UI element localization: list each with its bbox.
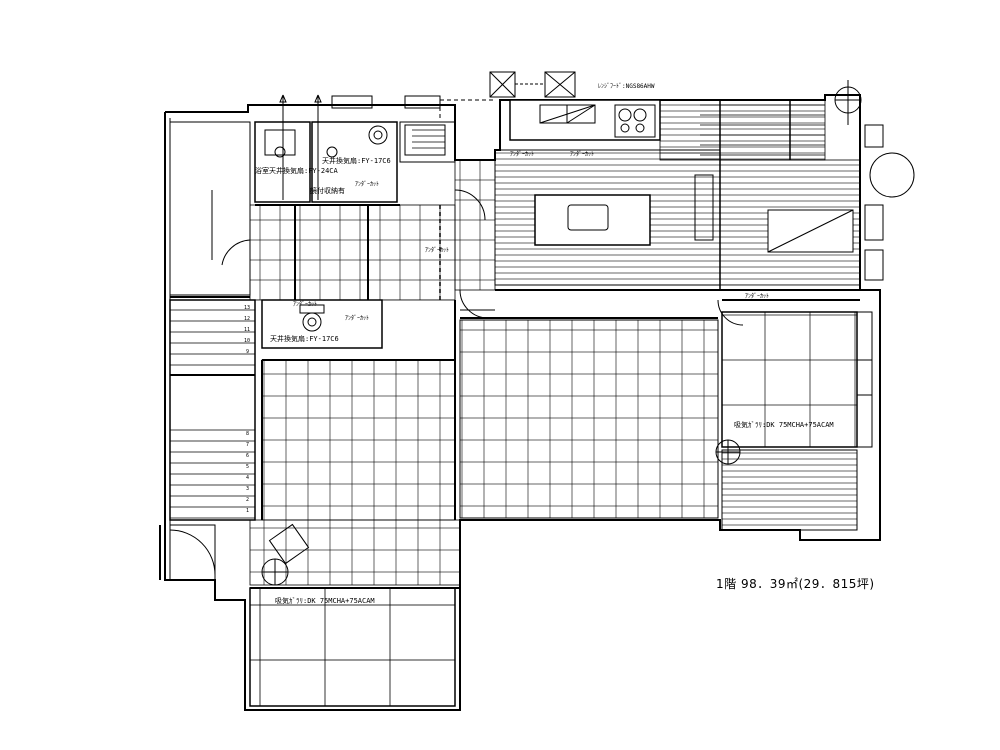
mirror-cabinet-label: 鏡付収納有 — [310, 187, 345, 195]
stair-step-3: 3 — [246, 486, 250, 492]
kitchen-island — [534, 194, 651, 246]
ceiling-fan-mid-label: 天井換気扇:FY-17C6 — [270, 335, 339, 343]
front-room-floor — [249, 587, 456, 707]
stair-step-12: 12 — [244, 316, 251, 322]
undercut-label-1: ｱﾝﾀﾞｰｶｯﾄ — [355, 181, 380, 188]
stair-step-1: 1 — [246, 508, 250, 514]
undercut-label-2: ｱﾝﾀﾞｰｶｯﾄ — [425, 247, 450, 254]
toilet-steps — [412, 129, 445, 149]
stair-step-7: 7 — [246, 442, 250, 448]
ceiling-fan-top-label: 天井換気扇:FY-17C6 — [322, 157, 391, 165]
stair-step-6: 6 — [246, 453, 250, 459]
toilet — [404, 124, 446, 156]
japanese-room-floor — [721, 311, 858, 448]
outdoor-unit-icon — [869, 152, 915, 198]
undercut-label-4: ｱﾝﾀﾞｰｶｯﾄ — [345, 315, 370, 322]
washroom — [311, 121, 398, 203]
refrigerator — [694, 174, 714, 241]
stair-step-11: 11 — [244, 327, 251, 333]
intake-grille-left-label: 吸気ｶﾞﾗﾘ:DK 75MCHA+75ACAM — [275, 597, 375, 605]
stair-step-9: 9 — [246, 349, 250, 355]
stair-step-10: 10 — [244, 338, 251, 344]
wc-middle — [261, 299, 383, 349]
undercut-label-5: ｱﾝﾀﾞｰｶｯﾄ — [570, 151, 595, 158]
living-room-floor — [459, 319, 719, 519]
undercut-label-6: ｱﾝﾀﾞｰｶｯﾄ — [745, 293, 770, 300]
stair-step-8: 8 — [246, 431, 250, 437]
entrance-hall-floor — [261, 359, 456, 521]
undercut-label-7: ｱﾝﾀﾞｰｶｯﾄ — [510, 151, 535, 158]
undercut-label-3: ｱﾝﾀﾞｰｶｯﾄ — [293, 301, 318, 308]
upper-stair — [700, 104, 825, 156]
intake-grille-right-label: 吸気ｶﾞﾗﾘ:DK 75MCHA+75ACAM — [734, 421, 834, 429]
stair-step-5: 5 — [246, 464, 250, 470]
hallway-floor — [249, 204, 456, 301]
range-hood-label: ﾚﾝｼﾞﾌｰﾄﾞ:NGS86AHW — [598, 83, 655, 90]
stair-step-2: 2 — [246, 497, 250, 503]
floor-area-label: 1階 98．39㎡(29．815坪) — [716, 577, 875, 591]
stair-step-4: 4 — [246, 475, 250, 481]
closet-topleft — [169, 121, 251, 296]
stair-step-13: 13 — [244, 305, 251, 311]
bath-fan-label: 浴室天井換気扇:FY-24CA — [255, 167, 338, 175]
staircase — [169, 299, 256, 521]
washbasin-icon — [368, 125, 388, 145]
kitchen-counter — [509, 99, 661, 141]
toilet-bowl-icon — [302, 312, 322, 332]
kitchen-floor — [659, 99, 826, 161]
stair-treads — [170, 309, 255, 519]
